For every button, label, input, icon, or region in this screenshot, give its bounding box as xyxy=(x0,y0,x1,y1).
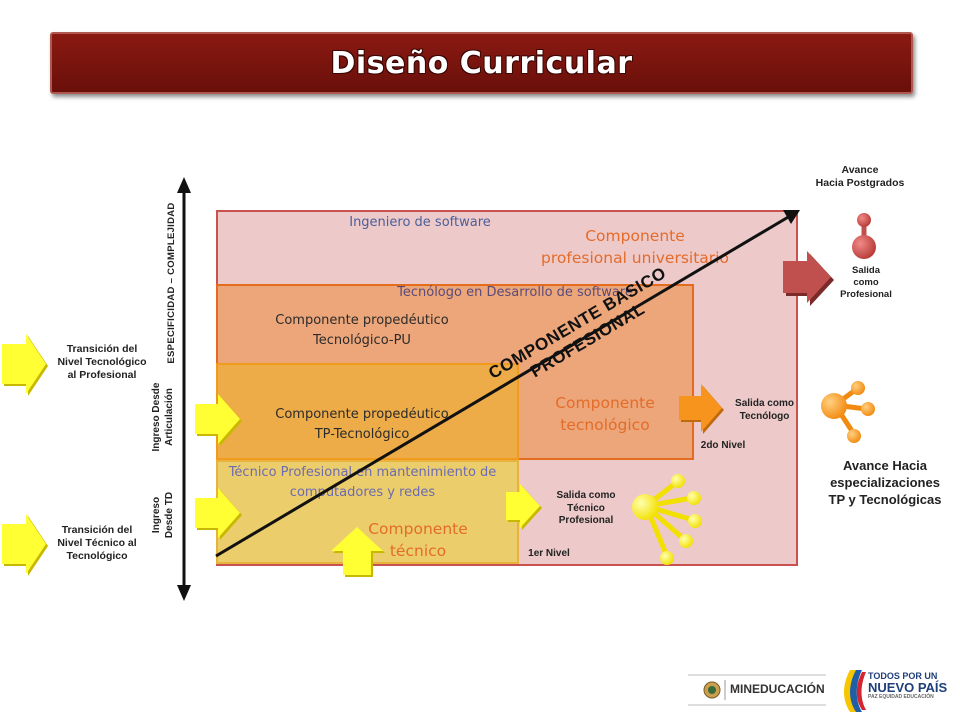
text-line: Componente propedéutico xyxy=(275,407,449,422)
text-line: Componente propedéutico xyxy=(275,313,449,328)
label-ingeniero: Ingeniero de software xyxy=(349,215,491,230)
label-nivel-1: 1er Nivel xyxy=(528,548,570,559)
text-line: profesional universitario xyxy=(541,249,729,268)
text-line: Transición del xyxy=(66,343,138,355)
arrow-up-componente-tecnico xyxy=(331,527,385,577)
text-line: Salida como xyxy=(735,398,794,409)
text-line: Componente xyxy=(555,394,655,412)
text-line: Ingreso xyxy=(151,496,162,534)
text-line: NUEVO PAÍS xyxy=(868,680,948,696)
label-tecnologo: Tecnólogo en Desarrollo de software xyxy=(397,285,633,300)
label-salida-profesional: Salida como Profesional xyxy=(826,265,906,301)
label-propedeutico-pu: Componente propedéutico Tecnológico-PU xyxy=(262,311,462,351)
text-line: especializaciones xyxy=(830,474,940,490)
text-line: Profesional xyxy=(558,515,614,526)
arrow-left-transicion-profesional xyxy=(2,334,48,396)
label-transicion-profesional: Transición del Nivel Tecnológico al Prof… xyxy=(48,343,156,382)
text-line: Técnico xyxy=(567,502,605,514)
text-line: tecnológico xyxy=(560,416,650,435)
text-line: Salida como xyxy=(556,490,616,501)
label-avance-especializaciones: Avance Hacia especializaciones TP y Tecn… xyxy=(810,458,960,509)
label-salida-tecnico: Salida como Técnico Profesional xyxy=(540,490,632,528)
axis-label-especificidad: ESPECIFICIDAD – COMPLEJIDAD xyxy=(166,202,177,364)
gov-logo-text: TODOS POR UN NUEVO PAÍS PAZ EQUIDAD EDUC… xyxy=(868,671,958,701)
label-componente-tecnologico: Componente tecnológico xyxy=(530,392,680,437)
network-tecnologo-icon xyxy=(821,381,875,443)
todos-por-un-nuevo-pais-logo xyxy=(844,670,866,712)
text-line: computadores y redes xyxy=(289,485,436,501)
label-nivel-2: 2do Nivel xyxy=(700,440,746,451)
title-bar: Diseño Curricular xyxy=(50,32,913,94)
label-componente-profesional: Componente profesional universitario xyxy=(520,225,750,270)
arrow-ingreso-td xyxy=(195,488,242,540)
text-line: Avance xyxy=(841,164,879,176)
text-line: Componente xyxy=(368,520,468,538)
text-line: Nivel Técnico al xyxy=(57,537,137,550)
arrow-left-transicion-tecnologico xyxy=(2,514,48,576)
label-componente-tecnico: Componente técnico xyxy=(348,518,488,563)
text-line: Transición del xyxy=(61,524,133,536)
text-line: como xyxy=(853,276,879,288)
text-line: TP y Tecnológicas xyxy=(828,491,942,507)
label-tecnico-profesional: Técnico Profesional en mantenimiento de … xyxy=(210,463,515,503)
label-ingreso-td: Ingreso Desde TD xyxy=(150,475,180,555)
mineducacion-text: MINEDUCACIÓN xyxy=(730,682,825,696)
text-line: técnico xyxy=(389,542,447,561)
label-propedeutico-tp: Componente propedéutico TP-Tecnológico xyxy=(262,405,462,445)
text-line: Salida xyxy=(852,265,880,276)
label-avance-postgrados: Avance Hacia Postgrados xyxy=(795,164,925,190)
arrow-salida-profesional xyxy=(783,251,834,306)
diagonal-arrow xyxy=(215,210,800,558)
text-line: PAZ EQUIDAD EDUCACIÓN xyxy=(868,694,934,701)
arrow-salida-tecnologo xyxy=(679,384,724,434)
text-line: Hacia Postgrados xyxy=(815,177,905,190)
network-tecnico-icon xyxy=(632,474,702,565)
arrow-salida-tecnico xyxy=(506,484,542,530)
label-transicion-tecnologico: Transición del Nivel Técnico al Tecnológ… xyxy=(48,524,146,563)
label-salida-tecnologo: Salida como Tecnólogo xyxy=(722,398,807,423)
text-line: Técnico Profesional en mantenimiento de xyxy=(228,465,497,480)
text-line: Tecnólogo xyxy=(739,410,790,422)
page-title: Diseño Curricular xyxy=(330,45,633,81)
text-line: Articulación xyxy=(164,388,175,446)
text-line: Componente xyxy=(585,227,685,245)
text-line: Nivel Tecnológico xyxy=(57,356,147,369)
text-line: Desde TD xyxy=(164,491,175,539)
text-line: TP-Tecnológico xyxy=(314,427,410,443)
mineducacion-logo xyxy=(688,674,826,706)
text-line: TODOS POR UN xyxy=(868,671,938,681)
pin-postgrados-icon xyxy=(852,213,876,259)
text-line: Profesional xyxy=(840,288,892,300)
text-line: Avance Hacia xyxy=(842,458,928,473)
arrow-ingreso-articulacion xyxy=(195,394,242,446)
text-line: Tecnológico-PU xyxy=(313,333,411,349)
vertical-axis xyxy=(177,177,191,601)
text-line: al Profesional xyxy=(67,369,137,382)
text-line: Tecnológico xyxy=(66,550,128,563)
